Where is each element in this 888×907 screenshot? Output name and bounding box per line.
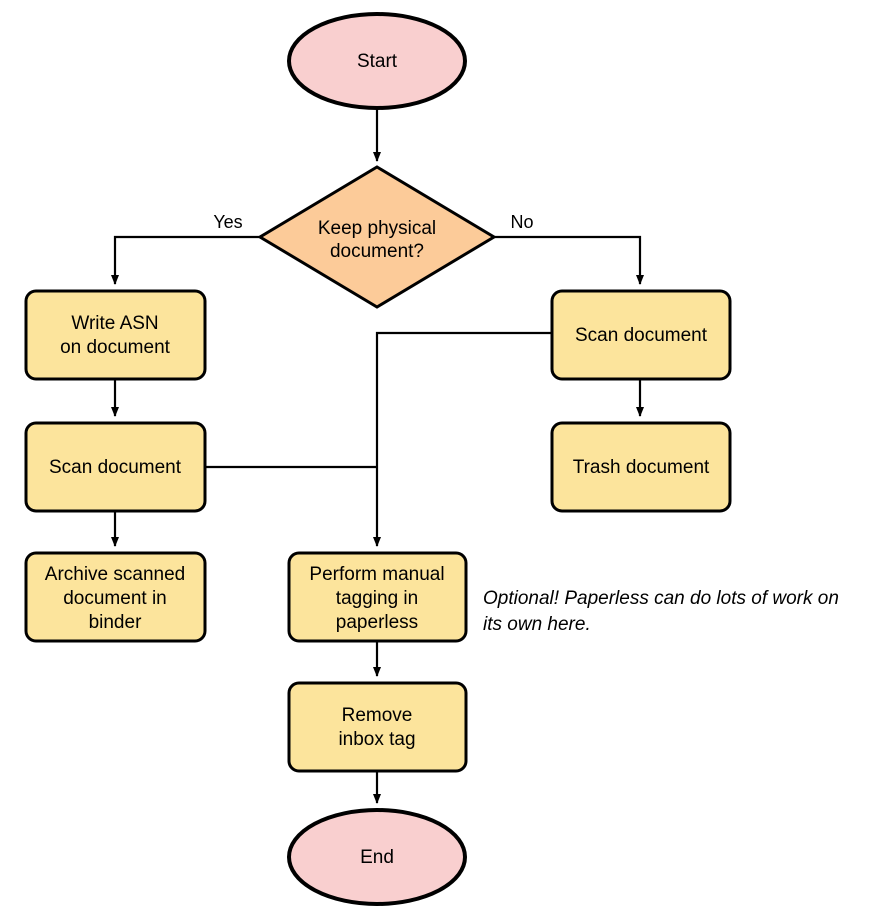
scan-document-left-label: Scan document (49, 457, 182, 478)
scan-document-right-box[interactable] (550, 289, 732, 381)
write-asn-label-line-2: on document (60, 337, 171, 358)
trash-document-box[interactable] (550, 421, 732, 513)
trash-document-label: Trash document (573, 457, 710, 478)
remove-inbox-tag-label-line-1: Remove (342, 705, 413, 726)
start-ellipse[interactable] (287, 12, 467, 110)
node-trash-document[interactable]: Trash document (550, 421, 732, 513)
scan-document-right-label: Scan document (575, 325, 708, 346)
edge-label-yes: Yes (213, 212, 242, 232)
manual-tagging-label-line-1: Perform manual (309, 564, 444, 585)
decision-label-line-1: Keep physical (318, 218, 436, 239)
end-ellipse[interactable] (287, 808, 467, 906)
edge-decision-yes-to-write-asn (111, 235, 260, 285)
edge-scan-right-to-manual-tagging (373, 331, 552, 547)
end-label: End (360, 847, 394, 868)
node-remove-inbox-tag[interactable]: Remove inbox tag (287, 681, 468, 773)
archive-binder-label-line-2: document in (63, 588, 167, 609)
scan-document-left-box[interactable] (24, 421, 207, 513)
start-label: Start (357, 51, 398, 72)
annotation-optional-paperless: Optional! Paperless can do lots of work … (483, 588, 839, 635)
edge-labels-layer: Yes No (213, 212, 533, 232)
node-start[interactable]: Start (287, 12, 467, 110)
node-end[interactable]: End (287, 808, 467, 906)
manual-tagging-box[interactable] (287, 551, 468, 643)
manual-tagging-label-line-3: paperless (336, 612, 418, 633)
edge-label-no: No (510, 212, 533, 232)
remove-inbox-tag-label-line-2: inbox tag (338, 729, 415, 750)
annotation-line-2: its own here. (483, 614, 591, 635)
write-asn-label-line-1: Write ASN (71, 313, 158, 334)
edge-decision-no-to-scan-right (494, 235, 644, 285)
manual-tagging-label-line-2: tagging in (336, 588, 418, 609)
node-keep-physical-document[interactable]: Keep physical document? (257, 165, 497, 309)
remove-inbox-tag-box[interactable] (287, 681, 468, 773)
write-asn-box[interactable] (24, 289, 207, 381)
node-write-asn[interactable]: Write ASN on document (24, 289, 207, 381)
archive-binder-label-line-1: Archive scanned (45, 564, 185, 585)
annotation-line-1: Optional! Paperless can do lots of work … (483, 588, 839, 609)
archive-binder-label-line-3: binder (89, 612, 142, 633)
decision-diamond[interactable] (257, 165, 497, 309)
node-manual-tagging[interactable]: Perform manual tagging in paperless (287, 551, 468, 643)
node-archive-binder[interactable]: Archive scanned document in binder (24, 551, 207, 643)
node-scan-document-left[interactable]: Scan document (24, 421, 207, 513)
archive-binder-box[interactable] (24, 551, 207, 643)
edges-layer (111, 109, 644, 804)
decision-label-line-2: document? (330, 241, 424, 262)
node-scan-document-right[interactable]: Scan document (550, 289, 732, 381)
